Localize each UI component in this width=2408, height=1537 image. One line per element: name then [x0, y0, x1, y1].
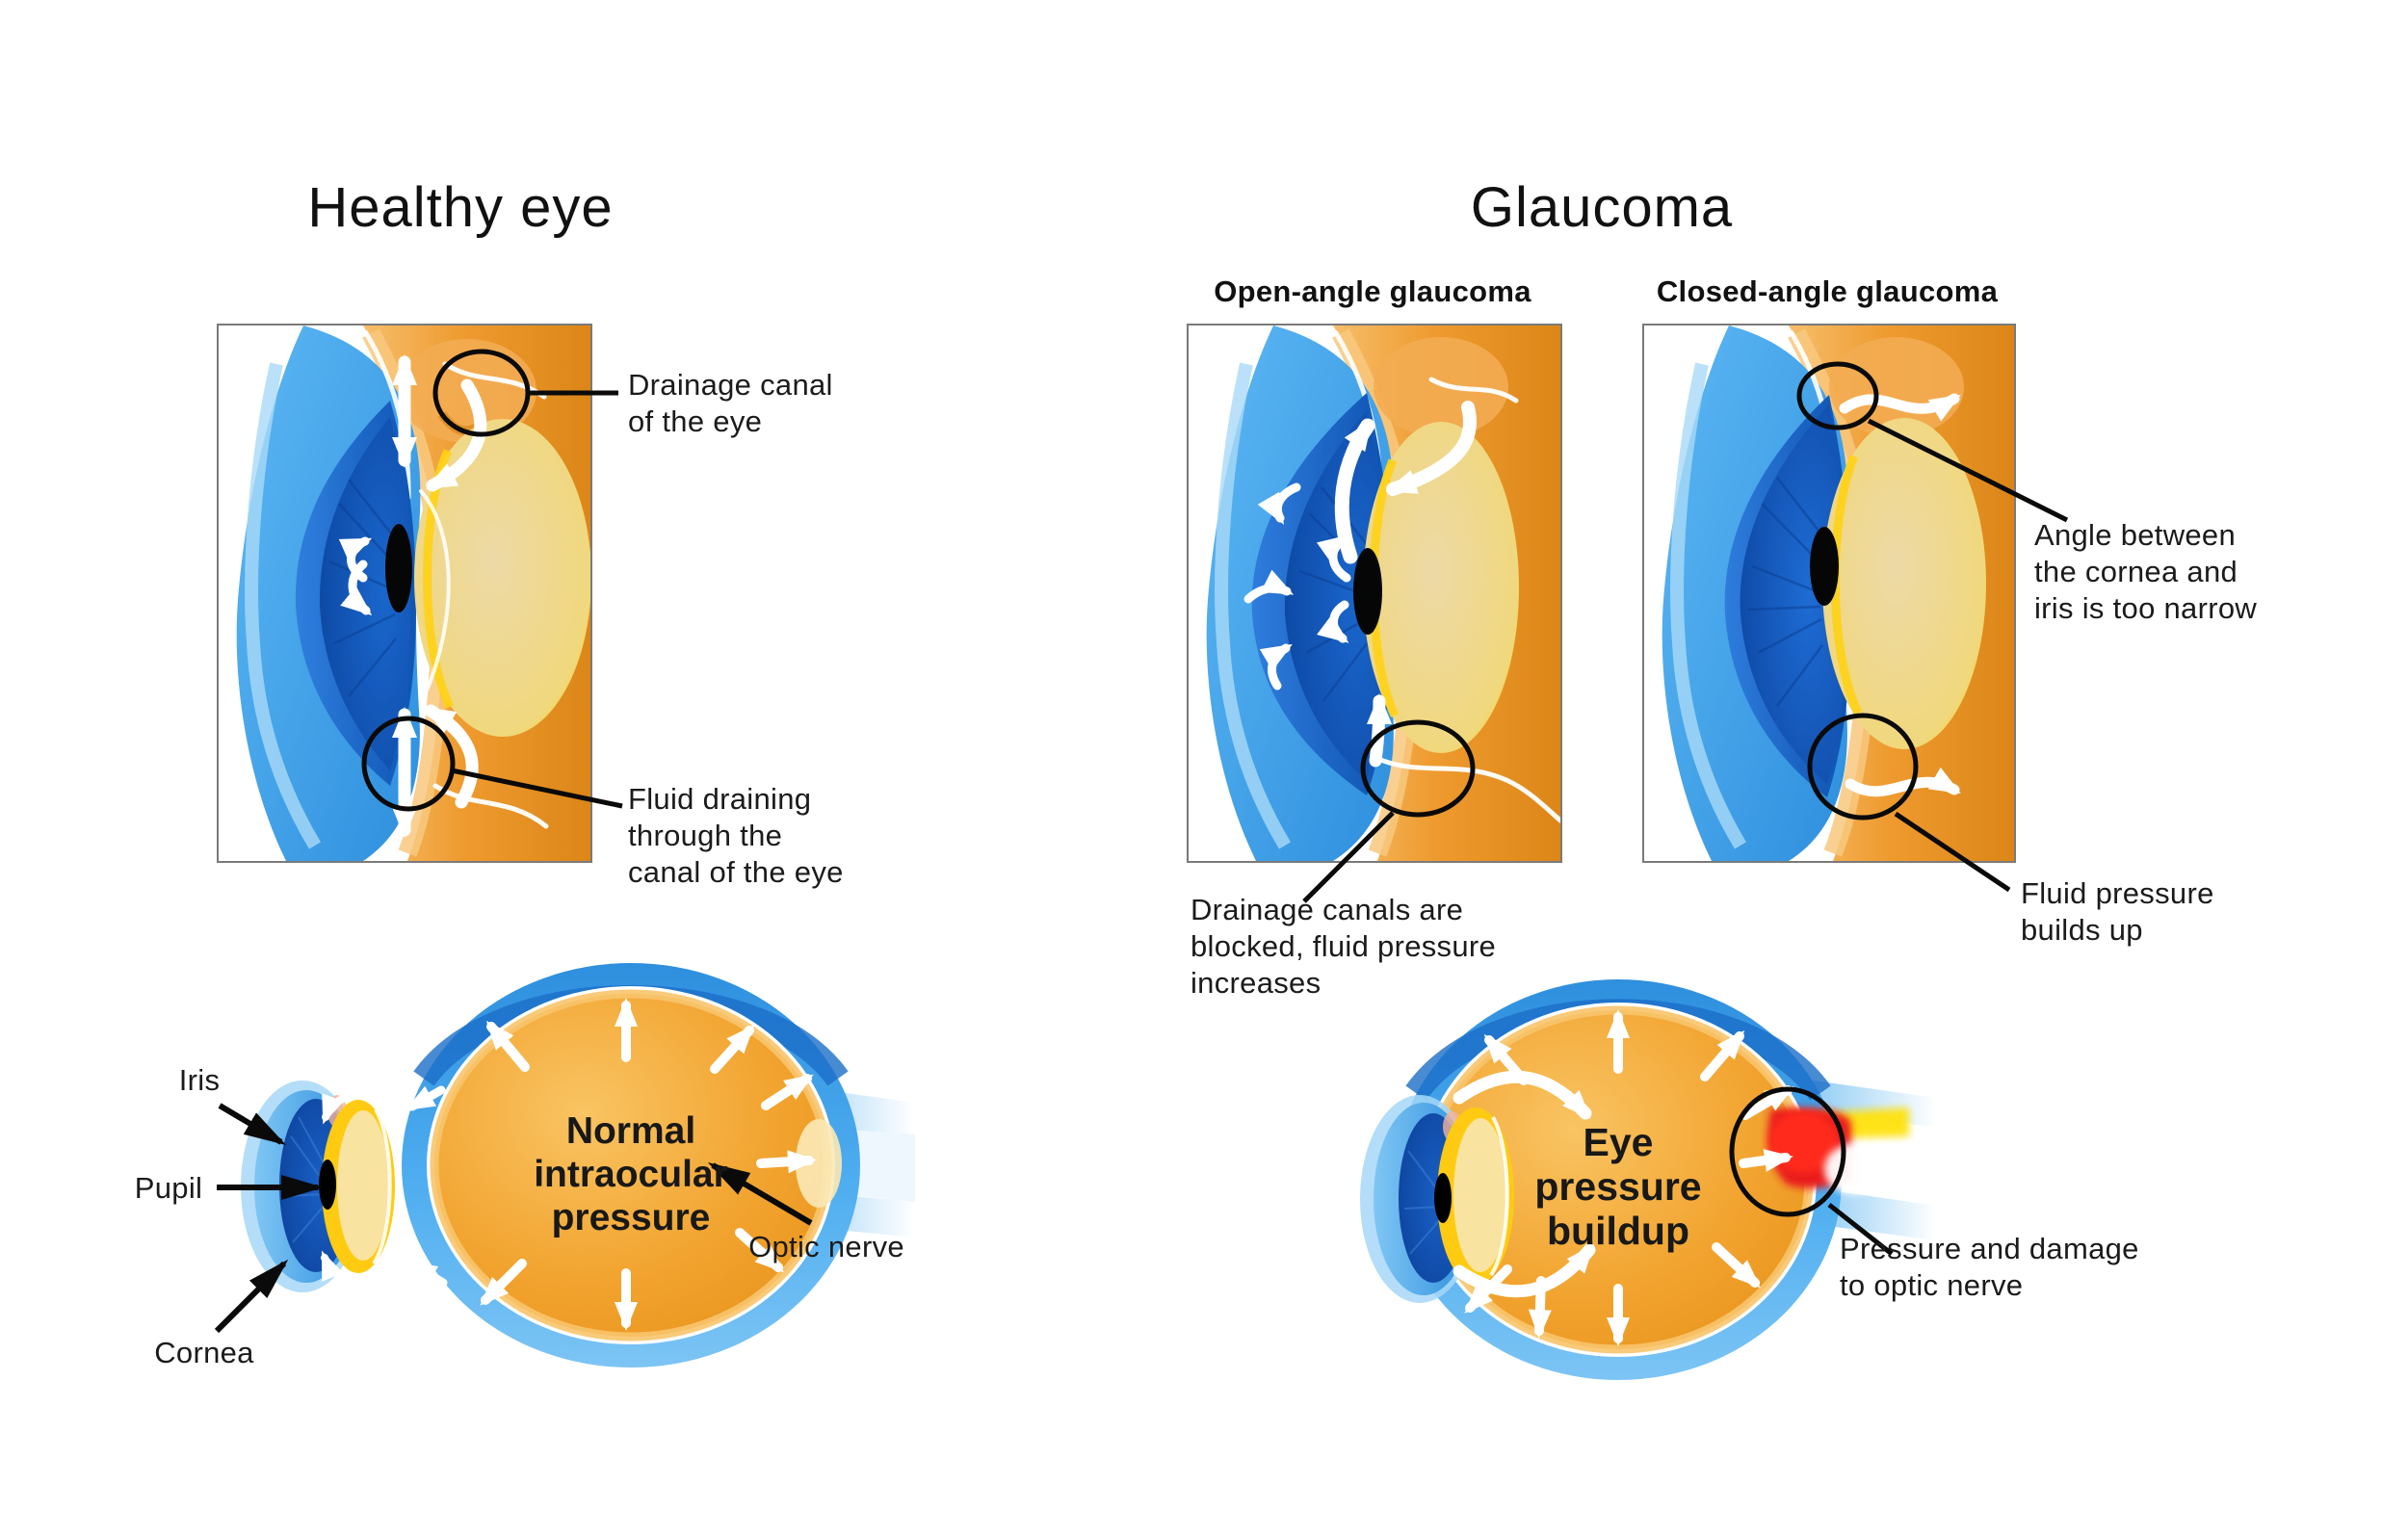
narrow-angle-label: Angle between the cornea and iris is too… [2034, 518, 2258, 625]
pupil [1353, 548, 1382, 635]
cornea-label: Cornea [154, 1336, 254, 1369]
lens [1363, 422, 1519, 753]
pupil [385, 524, 412, 612]
iris-pressed-forward [1740, 404, 1847, 784]
closed-angle-cross-section [1642, 324, 2016, 863]
open-angle-subtitle: Open-angle glaucoma [1214, 274, 1531, 308]
iris [1284, 410, 1387, 780]
healthy-eye-cross-section [217, 324, 592, 863]
blocked-canals-label: Drainage canals are blocked, fluid press… [1191, 893, 1497, 1000]
anterior-chamber-narrow [1724, 395, 1852, 797]
lens [1437, 1107, 1514, 1285]
fluid-draining-label: Fluid draining through the canal of the … [628, 782, 844, 889]
pressure-arrows [1453, 1009, 1794, 1346]
fluid-pressure-label: Fluid pressure builds up [2021, 876, 2214, 947]
closed-angle-subtitle: Closed-angle glaucoma [1656, 274, 1999, 308]
healthy-eyeball-illustration [241, 963, 915, 1368]
eye-interior [1427, 1010, 1809, 1349]
pupil [1434, 1173, 1452, 1223]
anterior-chamber-bulging [1251, 393, 1393, 795]
pupil [1810, 527, 1839, 606]
normal-pressure-caption: Normal intraocular pressure [534, 1110, 728, 1238]
iris-streaks [1747, 477, 1826, 707]
iris-label: Iris [178, 1063, 221, 1097]
pressure-buildup-caption: Eye pressure buildup [1534, 1120, 1702, 1253]
lens [414, 419, 590, 737]
eye-interior [434, 994, 827, 1337]
glaucoma-title: Glaucoma [1470, 176, 1734, 239]
pupil [319, 1159, 336, 1210]
pupil-label: Pupil [134, 1171, 203, 1205]
drainage-canal-label: Drainage canal of the eye [628, 368, 833, 438]
open-angle-cross-section [1187, 324, 1562, 863]
pressure-damage-label: Pressure and damage to optic nerve [1840, 1232, 2139, 1302]
lens [322, 1100, 395, 1273]
healthy-eye-title: Healthy eye [307, 176, 614, 239]
pressure-arrows [321, 998, 817, 1331]
